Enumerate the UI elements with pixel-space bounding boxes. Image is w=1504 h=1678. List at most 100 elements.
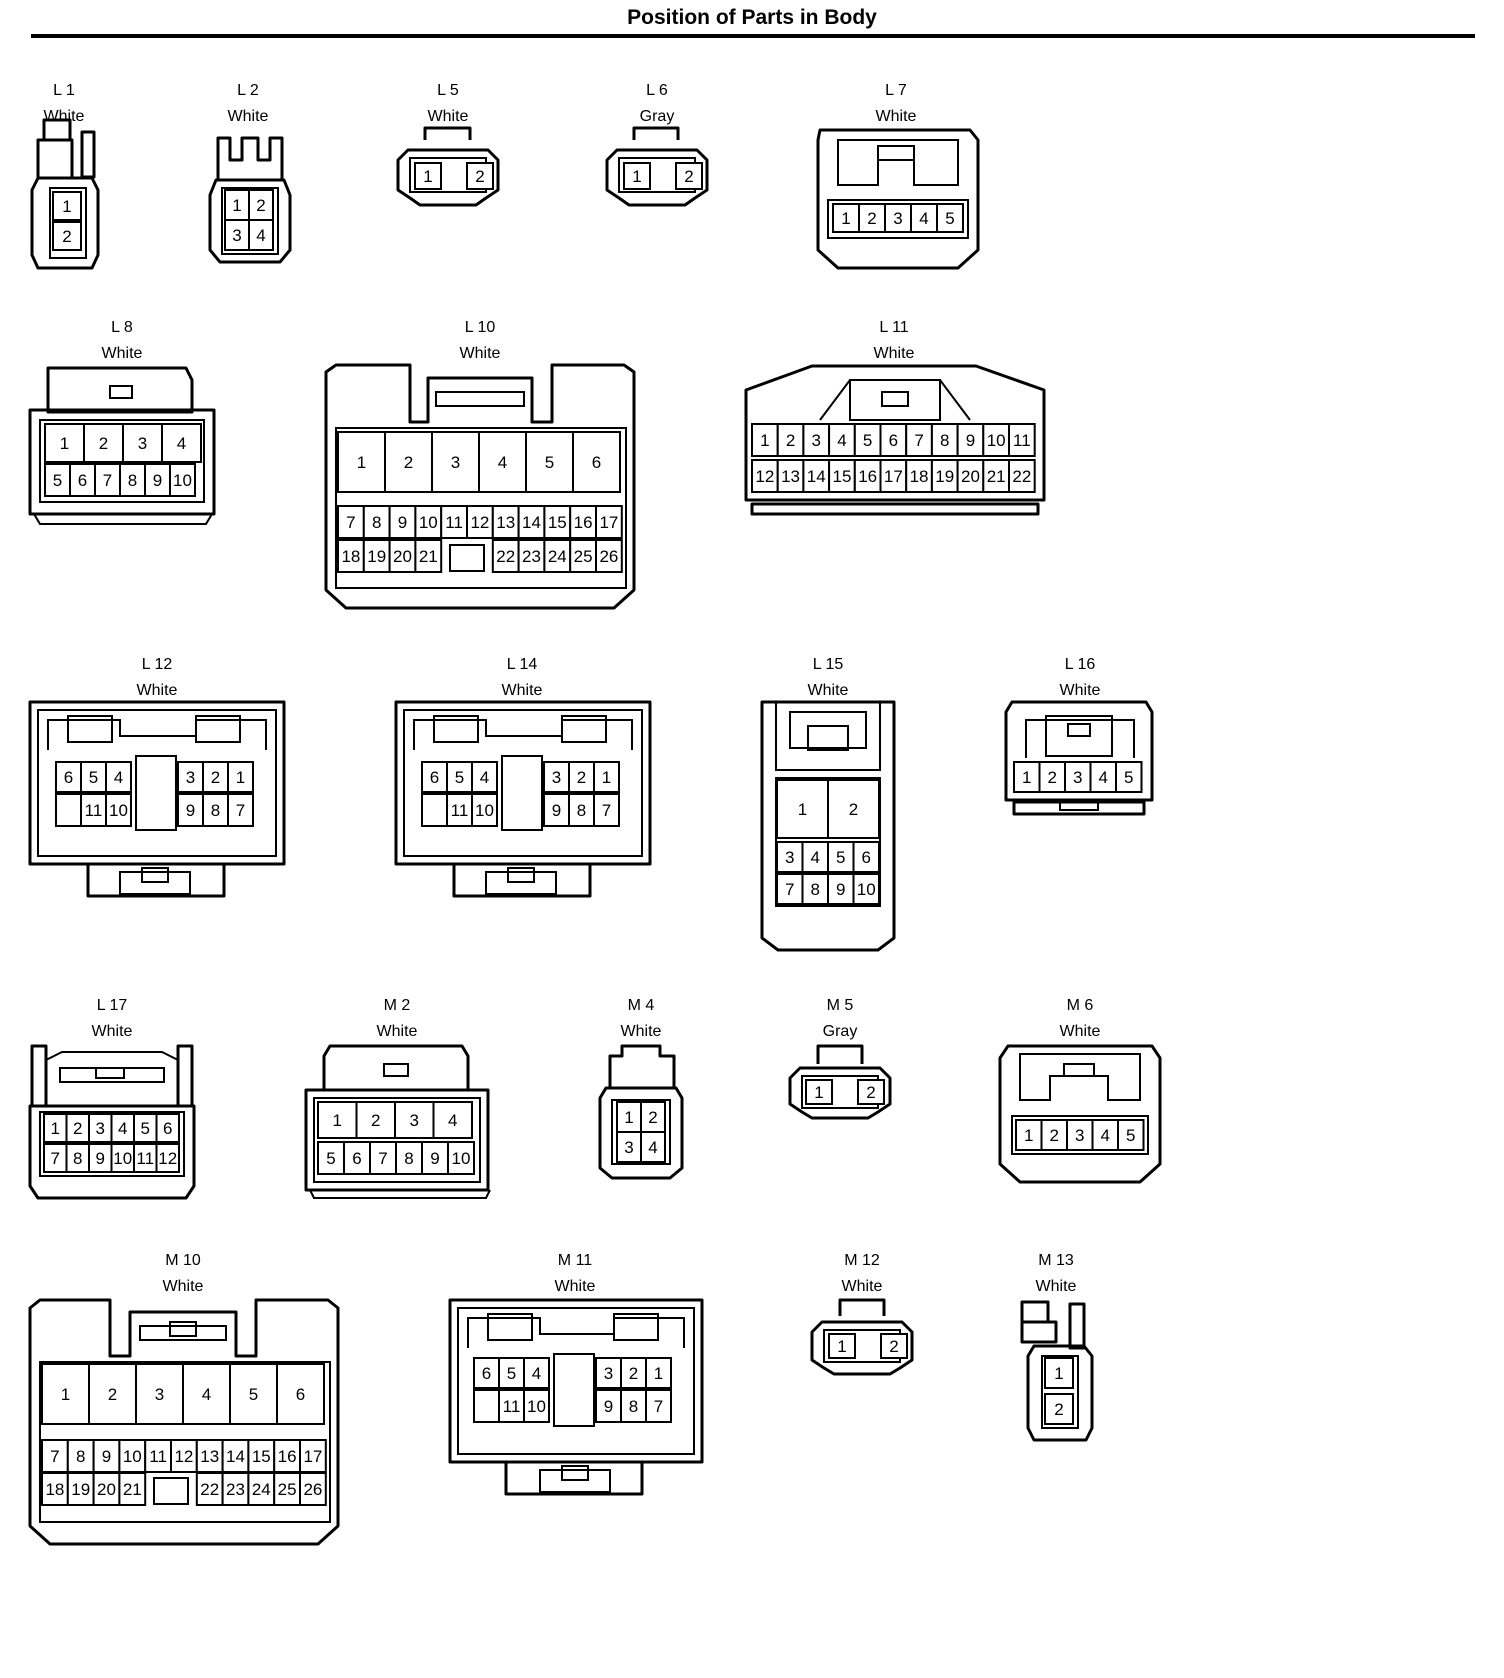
pin-number: 4 xyxy=(118,1119,127,1138)
pin-cavity xyxy=(982,423,1010,457)
pin-cavity xyxy=(221,1439,250,1473)
pin-number: 1 xyxy=(624,1108,633,1127)
pin-number: 11 xyxy=(503,1397,521,1416)
pin-cavity xyxy=(1040,1119,1068,1151)
pin-number: 5 xyxy=(326,1149,335,1168)
pin-cavity xyxy=(94,463,121,497)
pin-number: 5 xyxy=(455,768,464,787)
title-rule xyxy=(31,34,1475,38)
connector-color: White xyxy=(377,1023,418,1040)
pin-number: 1 xyxy=(798,800,807,819)
pin-number: 3 xyxy=(1073,768,1082,787)
pin-number: 10 xyxy=(419,513,438,532)
pin-number: 10 xyxy=(173,471,192,490)
pin-cavity xyxy=(543,505,572,539)
connector-color: White xyxy=(1060,1023,1101,1040)
pin-cavity xyxy=(1008,423,1036,457)
pin-cavity xyxy=(446,761,473,793)
pin-cavity xyxy=(369,1141,397,1175)
pin-cavity xyxy=(498,1389,525,1423)
pin-number: 7 xyxy=(236,801,245,820)
pin-cavity xyxy=(52,221,82,251)
connector-id: L 12 xyxy=(142,656,173,673)
pin-cavity xyxy=(337,431,386,493)
pin-number: 11 xyxy=(451,801,469,820)
pin-number: 17 xyxy=(303,1447,322,1466)
pin-cavity xyxy=(853,423,882,457)
pin-number: 7 xyxy=(914,431,923,450)
pin-cavity xyxy=(595,1357,622,1389)
pin-cavity xyxy=(355,1101,396,1139)
pin-cavity xyxy=(195,1472,224,1506)
pin-cavity xyxy=(41,1363,90,1425)
pin-cavity xyxy=(337,539,365,573)
pin-cavity xyxy=(118,1472,147,1506)
connector-id: M 10 xyxy=(165,1252,201,1269)
pin-cavity xyxy=(432,1101,473,1139)
connector-id: L 10 xyxy=(465,319,496,336)
pin-number: 9 xyxy=(836,880,845,899)
pin-number: 2 xyxy=(256,196,265,215)
connector-color: White xyxy=(228,108,269,125)
pin-cavity xyxy=(936,203,964,233)
connector-color: White xyxy=(808,682,849,699)
pin-cavity xyxy=(776,779,829,839)
connector-color: White xyxy=(460,345,501,362)
pin-cavity xyxy=(394,1101,435,1139)
pin-cavity xyxy=(828,1333,856,1359)
connector-id: M 12 xyxy=(844,1252,880,1269)
pin-cavity xyxy=(517,505,546,539)
pin-number: 1 xyxy=(1024,1126,1033,1145)
pin-cavity xyxy=(776,841,804,873)
pin-number: 11 xyxy=(149,1447,167,1466)
pin-cavity xyxy=(202,793,229,827)
pin-cavity xyxy=(1091,1119,1119,1151)
pin-number: 11 xyxy=(85,801,103,820)
pin-cavity xyxy=(182,1363,231,1425)
pin-cavity xyxy=(543,793,570,827)
connector-id: L 15 xyxy=(813,656,844,673)
pin-number: 1 xyxy=(602,768,611,787)
pin-number: 3 xyxy=(624,1138,633,1157)
pin-number: 20 xyxy=(393,547,412,566)
pin-cavity xyxy=(466,505,494,539)
pin-cavity xyxy=(299,1472,327,1506)
pin-cavity xyxy=(471,761,498,793)
pin-number: 2 xyxy=(1054,1400,1063,1419)
pin-number: 2 xyxy=(684,167,693,186)
pin-number: 1 xyxy=(654,1364,663,1383)
pin-number: 2 xyxy=(577,768,586,787)
pin-cavity xyxy=(247,1472,276,1506)
pin-cavity xyxy=(982,459,1010,493)
pin-cavity xyxy=(623,162,651,190)
pin-number: 2 xyxy=(371,1111,380,1130)
pin-number: 7 xyxy=(785,880,794,899)
pin-number: 17 xyxy=(599,513,618,532)
pin-cavity xyxy=(155,1143,180,1173)
pin-cavity xyxy=(523,1389,550,1423)
pin-cavity xyxy=(122,423,163,463)
pin-cavity xyxy=(1044,1357,1074,1389)
pin-number: 12 xyxy=(158,1149,177,1168)
pin-number: 6 xyxy=(296,1385,305,1404)
pin-cavity xyxy=(473,1389,500,1423)
pin-cavity xyxy=(1117,1119,1145,1151)
pin-cavity xyxy=(177,761,204,793)
pin-number: 4 xyxy=(256,226,265,245)
pin-cavity xyxy=(229,1363,278,1425)
pin-number: 24 xyxy=(548,547,567,566)
pin-number: 9 xyxy=(604,1397,613,1416)
pin-cavity xyxy=(88,1363,137,1425)
pin-number: 3 xyxy=(812,431,821,450)
pin-cavity xyxy=(828,423,856,457)
pin-cavity xyxy=(1064,761,1092,793)
pin-number: 8 xyxy=(211,801,220,820)
connector-id: L 6 xyxy=(646,82,668,99)
pin-number: 19 xyxy=(367,547,386,566)
pin-number: 6 xyxy=(430,768,439,787)
